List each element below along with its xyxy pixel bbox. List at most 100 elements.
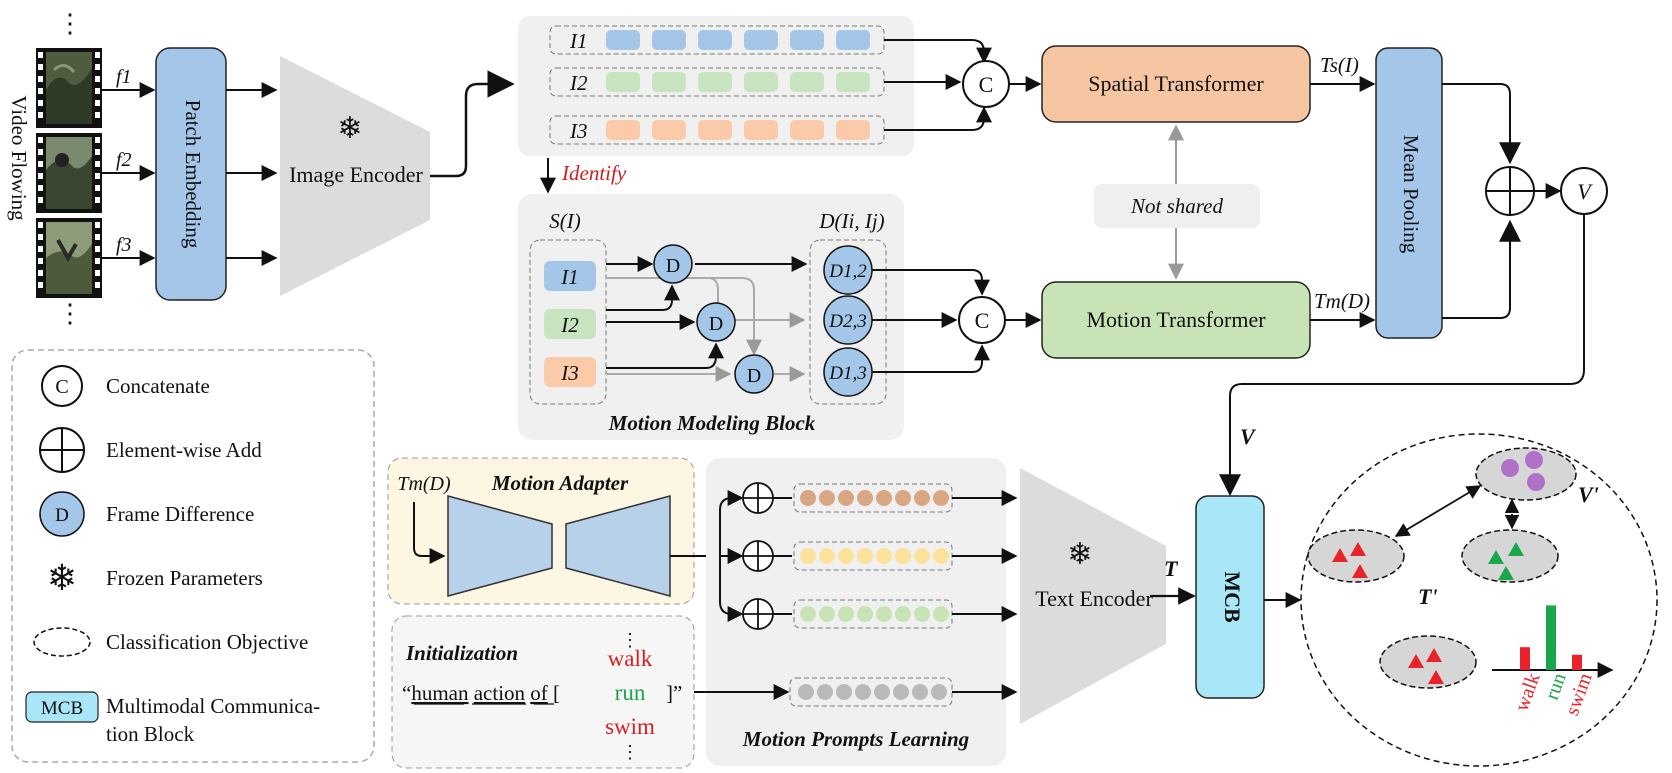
diffs-to-concat-links: [872, 269, 990, 373]
add-node: [1485, 166, 1535, 216]
video-strip: Video Flowing ⋮ ⋮: [7, 9, 102, 328]
mean-pooling-block: Mean Pooling: [1375, 47, 1443, 339]
concat-node-bottom: C: [958, 296, 1006, 344]
snowflake-icon: ❄: [337, 112, 362, 145]
svg-text:Classification Objective: Classification Objective: [106, 630, 308, 654]
spatial-transformer-block: Spatial Transformer: [1041, 45, 1311, 123]
add-node-2: [742, 540, 774, 572]
video-flowing-label: Video Flowing: [7, 95, 31, 221]
prompts-title: Motion Prompts Learning: [742, 727, 969, 751]
not-shared-note: Not shared: [1094, 124, 1260, 280]
mcb-block: MCB: [1195, 495, 1265, 699]
frame-diff-node-1: D: [653, 244, 693, 284]
initialization-block: Initialization “human action of [ ]” ⋮ w…: [391, 615, 695, 769]
v-to-mcb-arrow: [1219, 214, 1585, 497]
image-encoder-block: ❄ Image Encoder: [280, 56, 430, 296]
svg-text:D: D: [55, 505, 69, 526]
adapter-title: Motion Adapter: [491, 471, 629, 495]
adapter-input-label: Tm(D): [397, 473, 451, 495]
legend-snowflake-icon: ❄: [47, 558, 77, 598]
token-row-label: I3: [569, 119, 588, 143]
svg-text:MCB: MCB: [41, 698, 83, 719]
init-ellipsis-bottom: ⋮: [621, 742, 639, 762]
init-ellipsis-top: ⋮: [621, 630, 639, 650]
mmb-input-i2: I2: [544, 309, 596, 339]
svg-text:C: C: [55, 376, 68, 398]
frame-arrows: [102, 82, 156, 266]
token-row-label: I2: [569, 71, 588, 95]
init-class-run: run: [615, 680, 646, 705]
token-row-3: I3: [549, 115, 885, 145]
film-frame-3: [36, 218, 102, 298]
legend-concatenate: C Concatenate: [41, 365, 210, 407]
svg-text:tion Block: tion Block: [106, 722, 195, 746]
frame-diff-node-3: D: [734, 354, 774, 394]
diff-output-23: D2,3: [823, 295, 873, 345]
prompt-row-2: [793, 541, 953, 571]
patch-embedding-block: Patch Embedding: [155, 47, 227, 301]
mean-pooling-label: Mean Pooling: [1399, 135, 1423, 254]
not-shared-label: Not shared: [1130, 194, 1223, 218]
svg-text:D1,2: D1,2: [828, 261, 867, 282]
svg-text:D1,3: D1,3: [828, 363, 866, 384]
tokens-to-concat-arrows: [884, 39, 992, 131]
v-node: V: [1560, 167, 1608, 215]
svg-text:D2,3: D2,3: [828, 311, 866, 332]
legend: C Concatenate Element-wise Add D Frame D…: [11, 349, 375, 763]
svg-text:Multimodal Communica-: Multimodal Communica-: [106, 694, 320, 718]
motion-adapter-block: Tm(D) Motion Adapter: [387, 457, 695, 605]
legend-classification-objective: Classification Objective: [33, 627, 308, 657]
ts-label: Ts(I): [1320, 53, 1359, 77]
init-title: Initialization: [405, 641, 518, 665]
add-node-3: [742, 598, 774, 630]
mmb-input-i1: I1: [544, 261, 596, 291]
score-bar-swim: [1572, 654, 1582, 670]
mmb-d-label: D(Ii, Ij): [818, 209, 884, 233]
init-class-swim: swim: [605, 714, 655, 739]
v-prime-label: V': [1578, 482, 1599, 507]
text-encoder-block: ❄ Text Encoder: [1020, 468, 1166, 724]
mmb-input-i3: I3: [544, 357, 596, 387]
frame-label-f1: f1: [116, 66, 132, 88]
svg-text:Frozen Parameters: Frozen Parameters: [106, 566, 263, 590]
init-class-walk: walk: [608, 646, 653, 671]
svg-text:D: D: [666, 255, 680, 277]
legend-mcb: MCB Multimodal Communica- tion Block: [25, 691, 320, 746]
ellipsis-bottom: ⋮: [57, 299, 83, 328]
mmb-black-links: [606, 256, 808, 369]
text-encoder-label: Text Encoder: [1035, 586, 1153, 611]
svg-text:Concatenate: Concatenate: [106, 374, 210, 398]
mmb-title: Motion Modeling Block: [608, 411, 816, 435]
mcb-label: MCB: [1220, 571, 1245, 623]
pooling-to-add-arrows: [1442, 83, 1521, 319]
motion-prompts-block: Motion Prompts Learning: [706, 458, 1006, 766]
concat-node-top: C: [962, 60, 1010, 108]
legend-frozen-parameters: ❄ Frozen Parameters: [47, 558, 263, 598]
token-row-label: I1: [569, 29, 588, 53]
encoder-to-tokens-arrow: [430, 70, 515, 178]
v-label: V: [1240, 424, 1257, 449]
tm-label: Tm(D): [1314, 289, 1370, 313]
init-prompt-text: “human action of [: [402, 681, 560, 705]
frame-label-f2: f2: [116, 149, 132, 171]
init-bracket-close: ]”: [666, 681, 682, 705]
prompt-row-4: [789, 677, 953, 707]
svg-text:Frame Difference: Frame Difference: [106, 502, 254, 526]
score-bar-chart: walk run swim: [1492, 605, 1614, 718]
frame-label-f3: f3: [116, 234, 132, 256]
motion-transformer-label: Motion Transformer: [1086, 307, 1266, 332]
svg-text:V: V: [1577, 179, 1593, 204]
svg-text:C: C: [975, 308, 990, 333]
bar-label-walk: walk: [1511, 670, 1545, 714]
token-row-1: I1: [549, 25, 885, 55]
token-panel: I1 I2 I3: [518, 16, 914, 156]
film-sprockets: [38, 52, 100, 288]
add-node-1: [742, 482, 774, 514]
svg-text:D: D: [747, 365, 761, 387]
image-encoder-label: Image Encoder: [289, 162, 423, 187]
score-bar-walk: [1520, 647, 1530, 670]
svg-text:I3: I3: [560, 361, 579, 385]
t-prime-label: T': [1418, 584, 1438, 609]
svg-text:C: C: [979, 72, 994, 97]
svg-text:I2: I2: [560, 313, 579, 337]
